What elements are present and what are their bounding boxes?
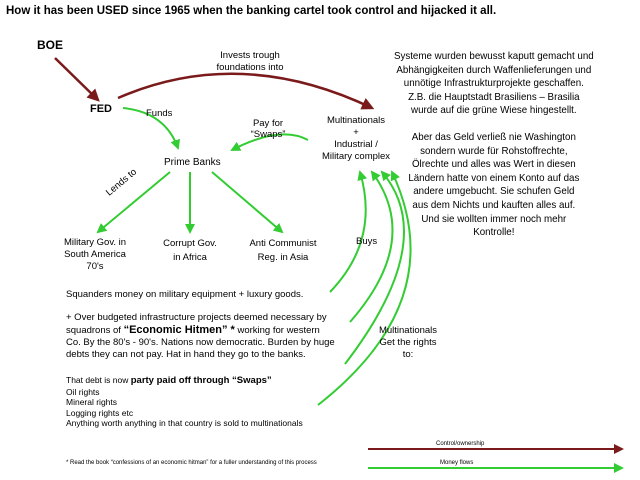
node-corrupt-gov-line: in Africa <box>173 252 207 263</box>
debt-heading: That debt is now party paid off through … <box>66 375 303 387</box>
hitmen-line-pre: squadrons of <box>66 325 124 336</box>
page-title: How it has been USED since 1965 when the… <box>6 5 497 17</box>
node-military-gov: Military Gov. in South America 70's <box>50 237 140 273</box>
debt-block: That debt is now party paid off through … <box>66 375 303 429</box>
node-multinationals-line: Industrial / <box>334 139 378 150</box>
node-multinationals-line: Military complex <box>321 151 391 162</box>
hitmen-line: debts they can not pay. Hat in hand they… <box>66 349 306 360</box>
label-rights-line: Multinationals <box>378 325 438 336</box>
label-rights-line: Get the rights <box>379 337 437 348</box>
german-line: Systeme wurden bewusst kaputt gemacht un… <box>393 50 594 62</box>
german-text: Systeme wurden bewusst kaputt gemacht un… <box>372 50 616 240</box>
node-military-gov-line: South America <box>64 249 126 260</box>
german-line: sondern wurde für Rohstoffrechte, <box>420 144 568 157</box>
german-line: wurde auf die grüne Wiese hingestellt. <box>411 104 577 117</box>
hitmen-line: + Over budgeted infrastructure projects … <box>66 312 327 323</box>
label-invests-line: foundations into <box>216 62 284 73</box>
pay-for-swaps-arrow <box>230 133 309 151</box>
german-line: Ländern hatte von einem Konto auf das <box>408 171 580 184</box>
buys-arrow <box>329 170 368 293</box>
debt-item: Mineral rights <box>66 397 118 407</box>
hitmen-paragraph: + Over budgeted infrastructure projects … <box>66 312 335 361</box>
lends-anticommunist-arrow <box>211 171 284 234</box>
debt-heading-pre: That debt is now <box>66 375 131 385</box>
debt-item: Anything worth anything in that country … <box>66 418 303 428</box>
node-military-gov-line: Military Gov. in <box>63 237 127 248</box>
label-funds: Funds <box>146 108 173 119</box>
label-pay-for-swaps-line: Pay for <box>252 118 284 129</box>
node-prime-banks: Prime Banks <box>164 157 221 168</box>
node-multinationals: Multinationals + Industrial / Military c… <box>306 115 406 163</box>
german-line: Und sie wollten immer noch mehr <box>421 212 567 225</box>
node-multinationals-line: + <box>353 127 359 138</box>
fed-funds-arrow <box>122 107 180 150</box>
node-multinationals-line: Multinationals <box>326 115 386 126</box>
german-line: Aber das Geld verließ nie Washington <box>411 130 576 143</box>
label-invests: Invests trough foundations into <box>200 50 300 74</box>
german-line: aus dem Nichts und kauften alles auf. <box>412 198 576 211</box>
german-line-spacer <box>372 118 616 131</box>
label-invests-line: Invests trough <box>220 50 280 61</box>
hitmen-line: Co. By the 80's - 90's. Nations now demo… <box>66 337 335 348</box>
hitmen-line: squadrons of “Economic Hitmen” * working… <box>66 324 335 337</box>
legend-control-label: Control/ownership <box>436 441 485 447</box>
german-line: Z.B. die Hauptstadt Brasiliens – Brasili… <box>408 90 580 103</box>
node-corrupt-gov-line: Corrupt Gov. <box>163 238 217 249</box>
label-pay-for-swaps: Pay for “Swaps” <box>238 118 298 140</box>
footnote: * Read the book “confessions of an econo… <box>66 460 317 466</box>
german-line: Ölrechte und alles was Wert in diesen <box>411 158 576 171</box>
label-rights: Multinationals Get the rights to: <box>366 325 450 361</box>
lends-military-arrow <box>96 171 171 234</box>
label-rights-line: to: <box>402 349 414 360</box>
german-line: andere umgebucht. Sie schufen Geld <box>413 185 575 198</box>
rights-arrow-3 <box>317 170 412 406</box>
node-military-gov-line: 70's <box>86 261 104 272</box>
squanders-text: Squanders money on military equipment + … <box>66 289 304 300</box>
legend-money-label: Money flows <box>440 460 474 466</box>
german-line: unnötige Infrastrukturprojekte geschaffe… <box>403 77 584 90</box>
german-line: Kontrolle! <box>473 226 515 239</box>
rights-arrow-1 <box>349 170 394 323</box>
node-fed: FED <box>90 103 112 115</box>
boe-to-fed-arrow <box>54 57 100 102</box>
node-anti-communist-line: Reg. in Asia <box>257 252 309 263</box>
hitmen-line-post: working for western <box>234 325 320 336</box>
node-anti-communist-line: Anti Communist <box>249 238 317 249</box>
debt-item: Logging rights etc <box>66 407 134 418</box>
node-anti-communist: Anti Communist Reg. in Asia <box>238 237 328 265</box>
rights-arrow-2 <box>344 170 405 365</box>
fed-invests-arrow <box>117 72 375 110</box>
german-line: Abhängigkeiten durch Waffenlieferungen u… <box>396 63 592 76</box>
node-corrupt-gov: Corrupt Gov. in Africa <box>150 237 230 265</box>
debt-heading-bold: party paid off through “Swaps” <box>130 375 272 386</box>
node-boe: BOE <box>37 38 64 52</box>
debt-item: Oil rights <box>66 386 100 397</box>
label-buys: Buys <box>356 236 378 247</box>
label-pay-for-swaps-line: “Swaps” <box>250 129 286 140</box>
economic-hitmen-bold: “Economic Hitmen” * <box>123 324 235 336</box>
